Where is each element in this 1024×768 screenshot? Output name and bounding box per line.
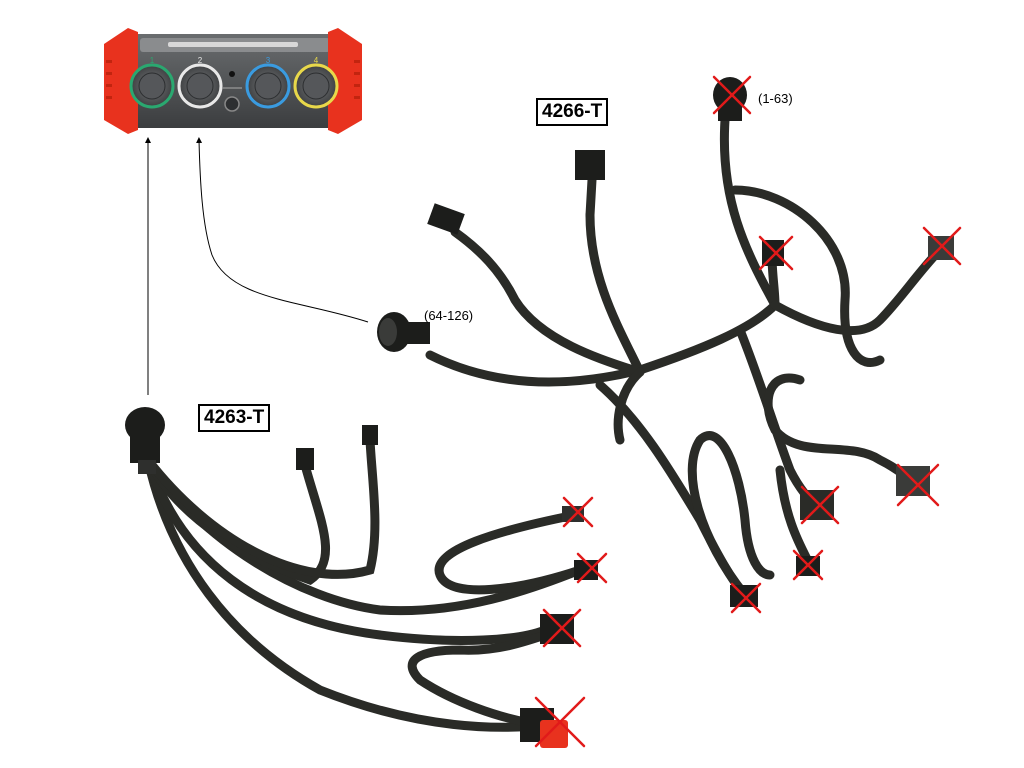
cable-a [143, 455, 550, 732]
unused-cross-icon [922, 226, 962, 266]
harness-4263-t-cables [143, 435, 585, 732]
power-socket-icon [224, 96, 240, 112]
top-connector-lead [585, 175, 597, 220]
right-bumper [328, 28, 362, 134]
stub-cable [613, 367, 645, 445]
harness-4266-t-cables [425, 115, 945, 600]
loop-cable [687, 431, 775, 600]
cable-f [407, 625, 565, 730]
cable-d [143, 455, 330, 585]
cable-b [143, 455, 550, 645]
device-port-number: 1 [150, 56, 155, 65]
connector-f [520, 708, 568, 748]
left-bumper [104, 28, 138, 134]
range-label-64-126: (64-126) [424, 308, 474, 323]
unused-cross-icon [896, 463, 940, 507]
harness-label-4263-t: 4263-T [198, 404, 271, 432]
branch-cable-right [770, 245, 945, 336]
connector-64-126 [377, 312, 430, 352]
connector-left [427, 203, 465, 235]
branch-cable-1-63 [719, 115, 780, 310]
range-label-1-63: (1-63) [758, 91, 793, 106]
connector-e [540, 614, 574, 644]
connector-d [574, 560, 598, 580]
unused-cross-icon [534, 696, 586, 748]
status-led-icon [229, 71, 235, 77]
data-logger-device: 1 2 3 4 [104, 28, 362, 134]
unused-cross-icon [576, 552, 608, 584]
trunk-cable [425, 300, 780, 387]
harness-4266-t-connectors [377, 77, 954, 607]
unused-cross-icon [800, 485, 840, 525]
branch-cable-left [450, 227, 645, 377]
harness-4263-t-connectors [125, 407, 598, 748]
device-port-number: 2 [198, 56, 203, 65]
device-port-number: 3 [266, 56, 271, 65]
device-port-2: 2 [177, 56, 223, 109]
unused-cross-icon [562, 496, 594, 528]
unused-connector-marks [534, 75, 962, 748]
unused-cross-icon [730, 582, 762, 614]
unused-cross-icon [712, 75, 752, 115]
device-port-4: 4 [293, 56, 339, 109]
device-port-number: 4 [314, 56, 319, 65]
branch-cable-top [585, 210, 645, 377]
device-body [118, 34, 348, 128]
unused-cross-icon [792, 549, 824, 581]
connector-top [575, 150, 605, 180]
unused-cross-icon [758, 235, 794, 271]
arrow-to-port-2 [196, 137, 369, 323]
device-port-3: 3 [245, 56, 291, 109]
unused-cross-icon [542, 608, 582, 648]
connector-small-a [296, 448, 314, 470]
harness-label-4266-t: 4266-T [536, 98, 609, 126]
loop-cable [434, 510, 585, 595]
cable-e [143, 435, 380, 579]
connector-mid [762, 240, 784, 266]
connector-4263-main [125, 407, 165, 474]
device-port-1: 1 [129, 56, 175, 109]
connector-small-b [362, 425, 378, 445]
loop-cable-right [730, 185, 885, 367]
device-handle [168, 42, 298, 47]
